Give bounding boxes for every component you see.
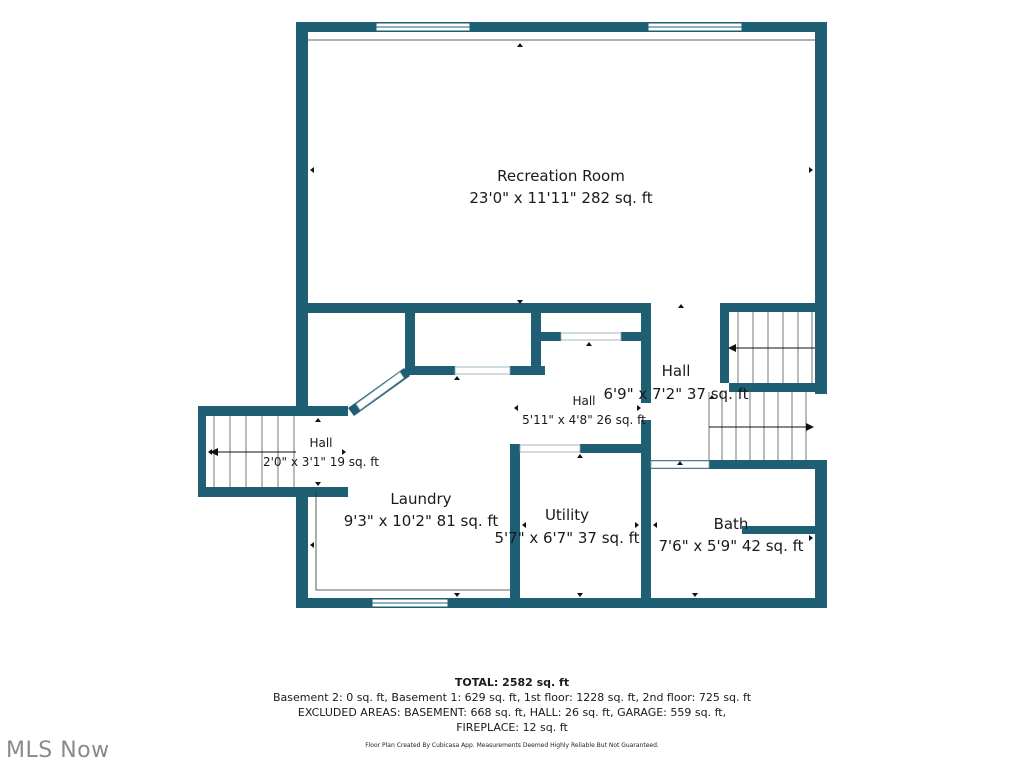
hall-stair-name: Hall xyxy=(309,436,332,450)
wall-stair-hall-left xyxy=(198,406,206,497)
utility-dims: 5'7" x 6'7" 37 sq. ft xyxy=(494,529,639,547)
dimension-ticks xyxy=(208,43,813,597)
left-wall-opening xyxy=(296,416,308,487)
door-small-hall xyxy=(560,332,622,341)
mls-watermark: MLS Now xyxy=(6,738,110,763)
wall-hall-divider-lower xyxy=(641,420,651,608)
wall-left-lower xyxy=(296,490,308,608)
wall-hall-divider-upper xyxy=(641,303,651,403)
wall-recreation-bottom-right xyxy=(720,303,827,312)
wall-top xyxy=(296,22,827,32)
recreation-room-dims: 23'0" x 11'11" 282 sq. ft xyxy=(469,189,652,207)
wall-small-hall-top-left xyxy=(541,332,561,341)
wall-closet-left xyxy=(405,303,415,375)
hall-main-name: Hall xyxy=(662,362,691,380)
wall-closet-right xyxy=(531,303,541,375)
recreation-room-name: Recreation Room xyxy=(497,167,625,185)
hall-small-dims: 5'11" x 4'8" 26 sq. ft xyxy=(522,413,646,427)
bath-dims: 7'6" x 5'9" 42 sq. ft xyxy=(658,537,803,555)
utility-name: Utility xyxy=(545,506,589,524)
wall-bath-top xyxy=(709,460,827,469)
bath-name: Bath xyxy=(714,515,749,533)
stairs-right-upper xyxy=(728,312,815,383)
stairs-left xyxy=(210,416,300,487)
wall-left-upper xyxy=(296,22,308,408)
wall-stair-hall-bottom xyxy=(198,487,348,497)
summary-excluded: EXCLUDED AREAS: BASEMENT: 668 sq. ft, HA… xyxy=(297,706,727,719)
credit-note: Floor Plan Created By Cubicasa App. Meas… xyxy=(365,742,659,749)
hall-main-dims: 6'9" x 7'2" 37 sq. ft xyxy=(603,385,748,403)
hall-small-name: Hall xyxy=(572,394,595,408)
room-labels: Recreation Room 23'0" x 11'11" 282 sq. f… xyxy=(263,167,804,555)
hall-stair-dims: 2'0" x 3'1" 19 sq. ft xyxy=(263,455,379,469)
wall-closet-bottom-right xyxy=(510,366,545,375)
summary-total: TOTAL: 2582 sq. ft xyxy=(454,676,570,689)
wall-utility-top xyxy=(580,444,650,453)
wall-right-upper xyxy=(815,22,827,394)
wall-bath-counter xyxy=(742,526,827,534)
door-closet xyxy=(454,366,511,375)
windows xyxy=(371,22,743,608)
wall-closet-bottom-left xyxy=(405,366,455,375)
laundry-dims: 9'3" x 10'2" 81 sq. ft xyxy=(344,512,499,530)
laundry-name: Laundry xyxy=(390,490,451,508)
area-summary: TOTAL: 2582 sq. ft Basement 2: 0 sq. ft,… xyxy=(0,675,1024,735)
wall-utility-left xyxy=(510,444,520,608)
wall-recreation-bottom xyxy=(296,303,650,313)
wall-bottom xyxy=(296,598,827,608)
wall-stairs-mid xyxy=(729,383,827,392)
summary-floors: Basement 2: 0 sq. ft, Basement 1: 629 sq… xyxy=(272,691,752,704)
wall-small-hall-top-right xyxy=(621,332,650,341)
door-utility xyxy=(519,444,581,453)
wall-stair-hall-top xyxy=(198,406,348,416)
thin-lines xyxy=(308,39,815,591)
summary-fireplace: FIREPLACE: 12 sq. ft xyxy=(456,721,568,734)
wall-stairs-left xyxy=(720,303,729,383)
right-wall-opening xyxy=(815,394,827,460)
stairs-right-lower xyxy=(708,392,814,460)
door-diagonal xyxy=(355,371,405,411)
